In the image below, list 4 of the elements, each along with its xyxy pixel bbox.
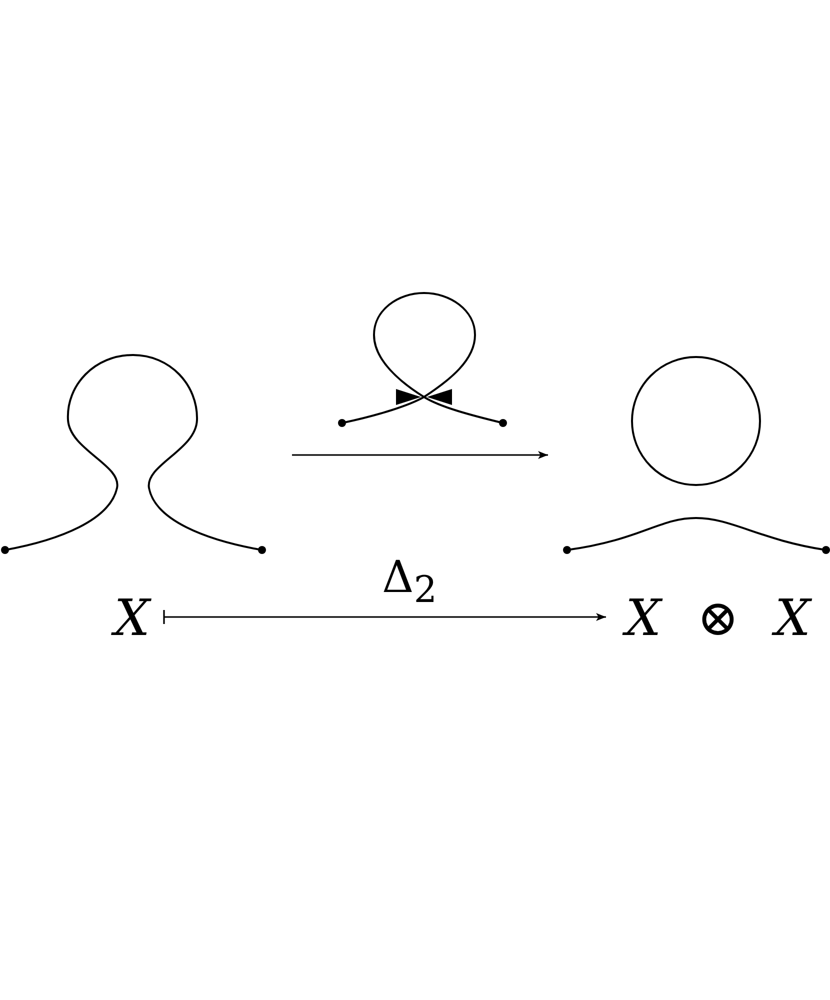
arrow xyxy=(292,451,548,459)
maps-to-arrow xyxy=(163,609,606,625)
math-label: X ⊗ X xyxy=(606,588,830,648)
math-label: X xyxy=(100,588,164,648)
